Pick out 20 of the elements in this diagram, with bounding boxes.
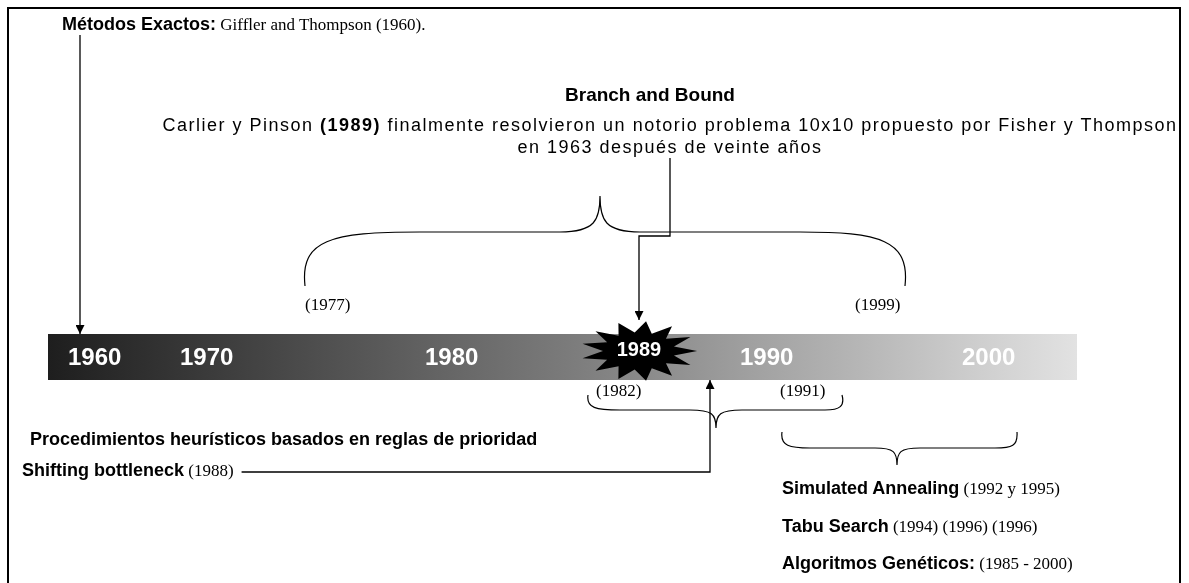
year-range-label: (1982) bbox=[596, 381, 642, 401]
year-label: 1970 bbox=[180, 342, 234, 372]
arrow bbox=[634, 157, 671, 321]
year-label: 1960 bbox=[62, 334, 128, 380]
method-note: Métodos Exactos: Giffler and Thompson (1960). bbox=[62, 14, 426, 35]
method-note: Tabu Search (1994) (1996) (1996) bbox=[782, 516, 1038, 537]
method-note: Shifting bottleneck (1988) bbox=[22, 460, 234, 481]
method-note: Algoritmos Genéticos: (1985 - 2000) bbox=[782, 553, 1073, 574]
description-text: Carlier y Pinson (1989) finalmente resolvieron un notorio problema 10x10 propuesto por Fisher y Thompson en 1963 después de veinte años bbox=[161, 114, 1179, 158]
year-label: 1990 bbox=[740, 342, 794, 372]
year-range-label: (1977) bbox=[305, 295, 351, 315]
year-label: 1980 bbox=[425, 342, 479, 372]
arrow bbox=[75, 34, 85, 335]
method-note: Simulated Annealing (1992 y 1995) bbox=[782, 478, 1060, 499]
year-label: 1989 bbox=[615, 338, 663, 361]
section-heading: Branch and Bound bbox=[565, 84, 735, 106]
category-heading: Procedimientos heurísticos basados en reglas de prioridad bbox=[30, 429, 538, 450]
arrow bbox=[240, 379, 715, 473]
year-range-label: (1991) bbox=[780, 381, 826, 401]
year-range-label: (1999) bbox=[855, 295, 901, 315]
